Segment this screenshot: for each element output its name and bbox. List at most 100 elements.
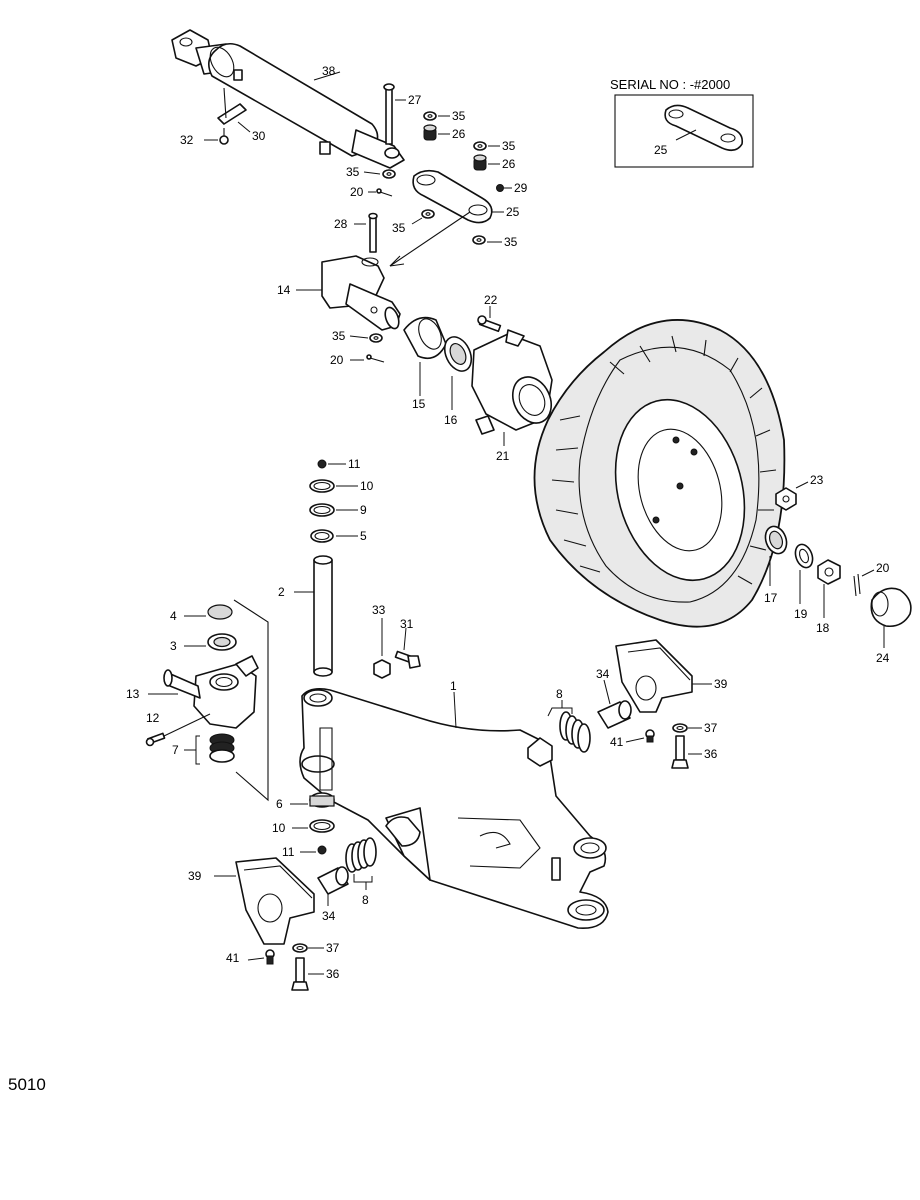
callout-26-a: 26 (452, 127, 466, 141)
callout-8-right: 8 (556, 687, 563, 701)
washer-19 (794, 543, 814, 569)
wheel-nut-23 (775, 487, 797, 511)
washer-37-left (292, 943, 308, 953)
bolt-32 (219, 128, 229, 145)
callout-2: 2 (278, 585, 285, 599)
steering-knuckle-14 (321, 255, 401, 331)
bolt-36-right (671, 735, 689, 769)
callout-8-left: 8 (362, 893, 369, 907)
bolt-36-left (291, 957, 309, 991)
callout-38: 38 (322, 64, 336, 78)
callout-29: 29 (514, 181, 528, 195)
cotter-pin-20-c (853, 573, 861, 597)
bearing-16 (443, 336, 473, 372)
serial-inset: SERIAL NO : -#2000 25 (610, 77, 754, 168)
callout-12: 12 (146, 711, 160, 725)
bearing-3 (207, 633, 237, 651)
washer-35-a (423, 111, 437, 121)
washer-35-d (421, 209, 435, 219)
callout-33: 33 (372, 603, 386, 617)
callout-17: 17 (764, 591, 778, 605)
bolt-12 (145, 732, 166, 747)
callout-18: 18 (816, 621, 830, 635)
king-pin-2 (313, 555, 333, 677)
bushing-34-right (597, 700, 632, 729)
callout-32: 32 (180, 133, 194, 147)
grease-fitting-41-left (265, 949, 275, 965)
plug-11-bottom (317, 845, 327, 855)
snap-ring-10-bottom (309, 819, 335, 833)
bushing-26-a (423, 124, 437, 141)
callout-20-a: 20 (350, 185, 364, 199)
wheel-hub-21 (471, 329, 553, 435)
callout-39-right: 39 (714, 677, 728, 691)
inset-frame (614, 94, 754, 168)
wheel-tire-assembly (533, 319, 786, 628)
page-number: 5010 (8, 1075, 46, 1094)
spring-8-left (345, 837, 377, 873)
callout-35-a: 35 (452, 109, 466, 123)
bolt-31 (394, 650, 421, 669)
cotter-pin-20-b (366, 354, 385, 363)
plug-11-top (317, 459, 327, 469)
callout-30: 30 (252, 129, 266, 143)
pin-27 (383, 83, 395, 145)
callout-3: 3 (170, 639, 177, 653)
washer-37-right (672, 723, 688, 733)
callout-37-left: 37 (326, 941, 340, 955)
callout-22: 22 (484, 293, 498, 307)
washer-35-c (382, 169, 396, 179)
callout-21: 21 (496, 449, 510, 463)
washer-35-f (369, 333, 383, 343)
callout-15: 15 (412, 397, 426, 411)
washer-9 (309, 503, 335, 517)
callout-35-b: 35 (502, 139, 516, 153)
seal-5 (310, 529, 334, 543)
axle-beam-1 (299, 688, 609, 929)
spring-8-right (559, 711, 591, 753)
callout-35-c: 35 (346, 165, 360, 179)
callout-10-top: 10 (360, 479, 374, 493)
callout-34-right: 34 (596, 667, 610, 681)
callout-25: 25 (506, 205, 520, 219)
phantom-guide-left (233, 599, 269, 802)
callout-1: 1 (450, 679, 457, 693)
callout-41-right: 41 (610, 735, 624, 749)
bearing-17 (764, 525, 788, 555)
hub-cap-24 (870, 587, 912, 628)
callout-10-bottom: 10 (272, 821, 286, 835)
grease-nipple-29 (496, 184, 504, 192)
pivot-bracket-39-left (235, 857, 315, 945)
callout-11-bottom: 11 (282, 845, 295, 859)
snap-ring-10-top (309, 479, 335, 493)
callout-27: 27 (408, 93, 422, 107)
thrust-bearing-7 (209, 733, 235, 763)
washer-35-b (473, 141, 487, 151)
callout-41-left: 41 (226, 951, 240, 965)
needle-bearing-6 (309, 792, 335, 808)
serial-note: SERIAL NO : -#2000 (610, 77, 730, 92)
callout-31: 31 (400, 617, 414, 631)
callout-37-right: 37 (704, 721, 718, 735)
pivot-bracket-39-right (615, 639, 693, 713)
washer-35-e (472, 235, 486, 245)
callout-23: 23 (810, 473, 824, 487)
assembly-arrow (389, 211, 471, 267)
castle-nut-18 (817, 559, 841, 585)
steering-knuckle-13 (163, 655, 259, 729)
nut-33 (373, 659, 391, 679)
callout-6: 6 (276, 797, 283, 811)
callout-36-right: 36 (704, 747, 718, 761)
callout-9: 9 (360, 503, 367, 517)
callout-35-e: 35 (504, 235, 518, 249)
callout-34-left: 34 (322, 909, 336, 923)
callout-14: 14 (277, 283, 291, 297)
callout-25-inset: 25 (654, 143, 668, 157)
hub-bolt-22 (477, 315, 502, 333)
inset-tie-rod-link (664, 104, 744, 152)
pin-28 (368, 212, 378, 253)
callout-24: 24 (876, 651, 890, 665)
callout-36-left: 36 (326, 967, 340, 981)
callout-13: 13 (126, 687, 140, 701)
